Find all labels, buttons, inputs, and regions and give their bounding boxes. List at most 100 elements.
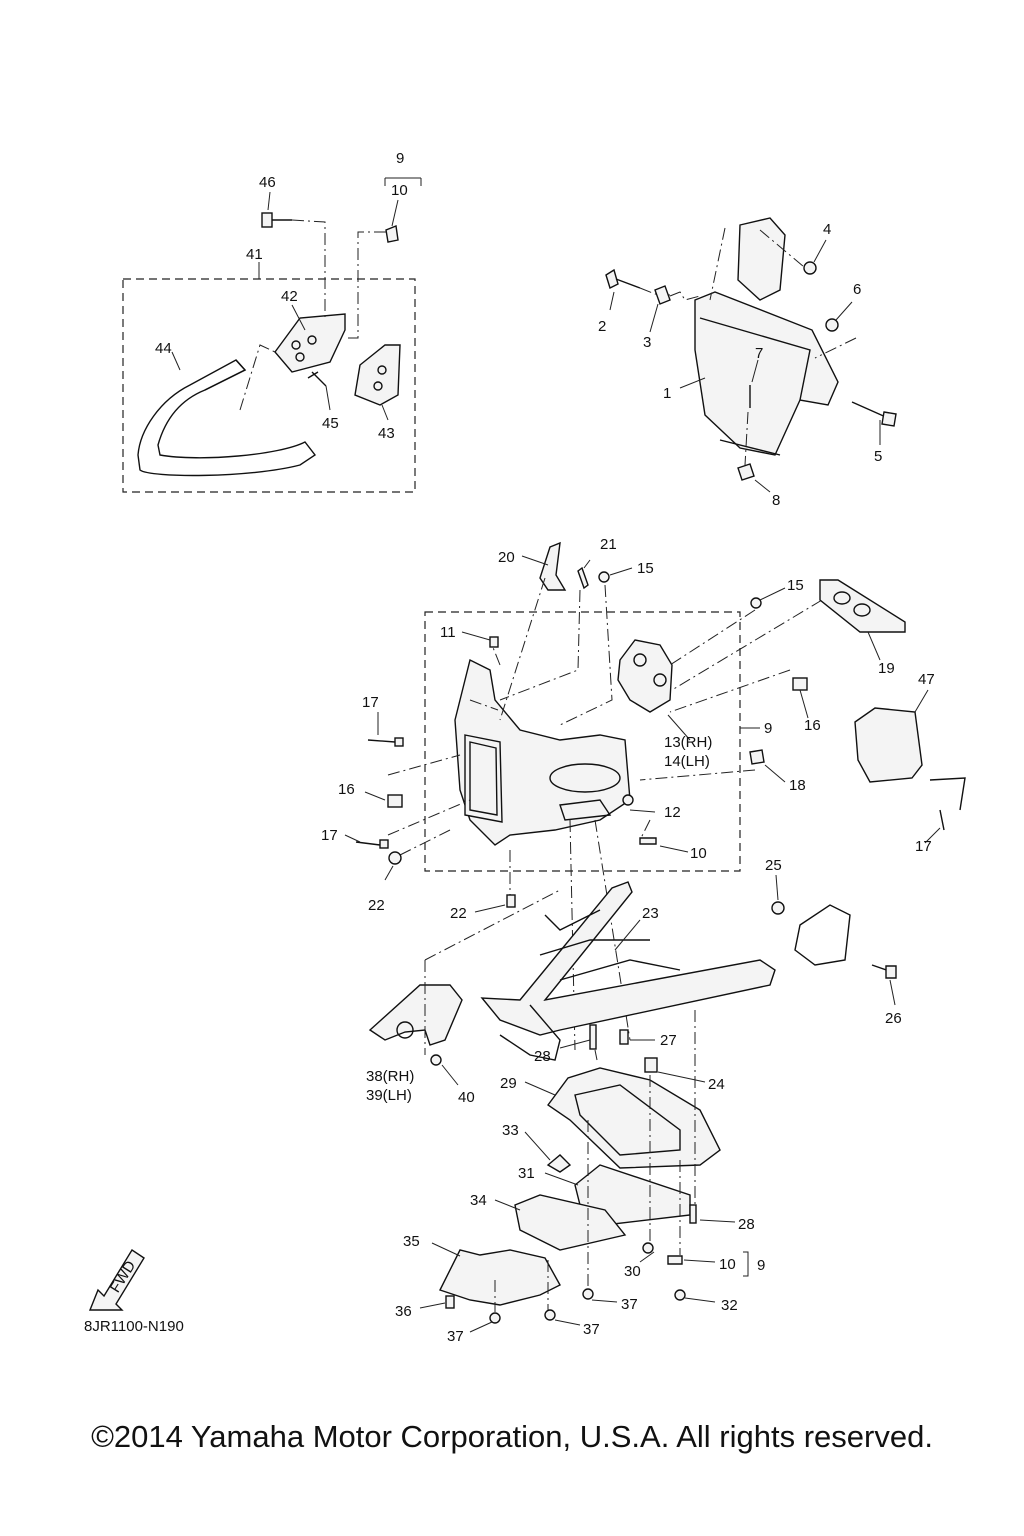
callout-11: 11	[440, 624, 456, 641]
callout-29: 29	[500, 1075, 517, 1092]
bolt-46	[261, 212, 273, 228]
callout-10-bottom: 10	[719, 1256, 736, 1273]
arm-38-39	[368, 984, 463, 1046]
bumper-44	[137, 359, 317, 477]
screw-37	[582, 1288, 594, 1300]
parts-diagram: FWD 1 2 3 4 5 6 7 8 9 10 9 9 10 10 11 12…	[88, 150, 966, 1345]
bolt-22b	[506, 894, 516, 908]
callout-44: 44	[155, 340, 172, 357]
plate-47	[854, 707, 923, 783]
bolt-15b	[750, 597, 762, 609]
nut-10c	[667, 1255, 683, 1265]
callout-16-b: 16	[338, 781, 355, 798]
bumper-1	[694, 291, 839, 456]
callout-15-b: 15	[787, 577, 804, 594]
callout-5: 5	[874, 448, 882, 465]
nut-18	[749, 749, 765, 765]
frame-23	[480, 881, 776, 1036]
callout-1: 1	[663, 385, 671, 402]
callout-34: 34	[470, 1192, 487, 1209]
callout-28-a: 28	[534, 1048, 551, 1065]
nut-40	[430, 1054, 442, 1066]
callout-26: 26	[885, 1010, 902, 1027]
callout-38: 38(RH)	[366, 1068, 414, 1085]
callout-30: 30	[624, 1263, 641, 1280]
callout-47: 47	[918, 671, 935, 688]
callout-37-a: 37	[621, 1296, 638, 1313]
callout-21: 21	[600, 536, 617, 553]
bolt-11	[489, 636, 499, 648]
bolt-25	[771, 901, 785, 915]
callout-22-a: 22	[368, 897, 385, 914]
callout-14: 14(LH)	[664, 753, 710, 770]
collar-3	[654, 285, 671, 305]
callout-19: 19	[878, 660, 895, 677]
callout-17-a: 17	[362, 694, 379, 711]
rivet-28b	[689, 1204, 697, 1224]
callout-9-bottom: 9	[757, 1257, 765, 1274]
nut-10	[385, 225, 399, 243]
fwd-arrow-shape	[88, 1249, 145, 1311]
callout-33: 33	[502, 1122, 519, 1139]
skid-plate-34	[514, 1194, 627, 1251]
bolt-12	[622, 794, 634, 806]
callout-25: 25	[765, 857, 782, 874]
callout-7: 7	[755, 345, 763, 362]
front-frame-group	[344, 541, 966, 1051]
bolt-22	[388, 851, 402, 865]
callout-27: 27	[660, 1032, 677, 1049]
callout-18: 18	[789, 777, 806, 794]
callout-28-b: 28	[738, 1216, 755, 1233]
callout-22-b: 22	[450, 905, 467, 922]
callout-41: 41	[246, 246, 263, 263]
rivet-17	[394, 737, 404, 747]
bumper-assembly-group	[122, 177, 422, 493]
bolt-26	[885, 965, 897, 979]
callout-13: 13(RH)	[664, 734, 712, 751]
callout-17-b: 17	[321, 827, 338, 844]
bolt-5	[881, 411, 897, 427]
nut-24	[644, 1057, 658, 1073]
rivet-28	[589, 1024, 597, 1050]
shim-21	[577, 566, 589, 590]
group-9-box	[424, 611, 741, 872]
skid-plate-29	[547, 1067, 721, 1169]
mounting-bracket	[737, 217, 786, 301]
callout-3: 3	[643, 334, 651, 351]
callout-9-top: 9	[396, 150, 404, 167]
nut-33	[546, 1154, 572, 1173]
nut-8	[737, 463, 755, 481]
callout-39: 39(LH)	[366, 1087, 412, 1104]
nut-10b	[639, 837, 657, 845]
bolt-32	[674, 1289, 686, 1301]
rubber-16b	[387, 794, 403, 808]
callout-4: 4	[823, 221, 831, 238]
callout-37-c: 37	[447, 1328, 464, 1345]
group-41-box	[122, 278, 416, 493]
front-bumper-group	[605, 217, 897, 493]
copyright-notice: ©2014 Yamaha Motor Corporation, U.S.A. A…	[91, 1419, 933, 1454]
plate-20	[539, 541, 567, 591]
skid-plate-35	[439, 1249, 561, 1306]
callout-8: 8	[772, 492, 780, 509]
plate-19	[819, 579, 906, 633]
bolt-2	[605, 268, 619, 289]
bolt-27	[619, 1029, 629, 1045]
callout-43: 43	[378, 425, 395, 442]
bolt-15	[598, 571, 610, 583]
callout-15-a: 15	[637, 560, 654, 577]
callout-23: 23	[642, 905, 659, 922]
nut-6	[825, 318, 839, 332]
callout-36: 36	[395, 1303, 412, 1320]
callout-24: 24	[708, 1076, 725, 1093]
bolt-30	[642, 1242, 654, 1254]
rivet-17b	[379, 839, 389, 849]
steering-bracket	[617, 639, 673, 713]
callout-45: 45	[322, 415, 339, 432]
callout-46: 46	[259, 174, 276, 191]
screw-37c	[489, 1312, 501, 1324]
callout-16-a: 16	[804, 717, 821, 734]
callout-17-c: 17	[915, 838, 932, 855]
lower-frame-group	[368, 874, 897, 1333]
callout-2: 2	[598, 318, 606, 335]
